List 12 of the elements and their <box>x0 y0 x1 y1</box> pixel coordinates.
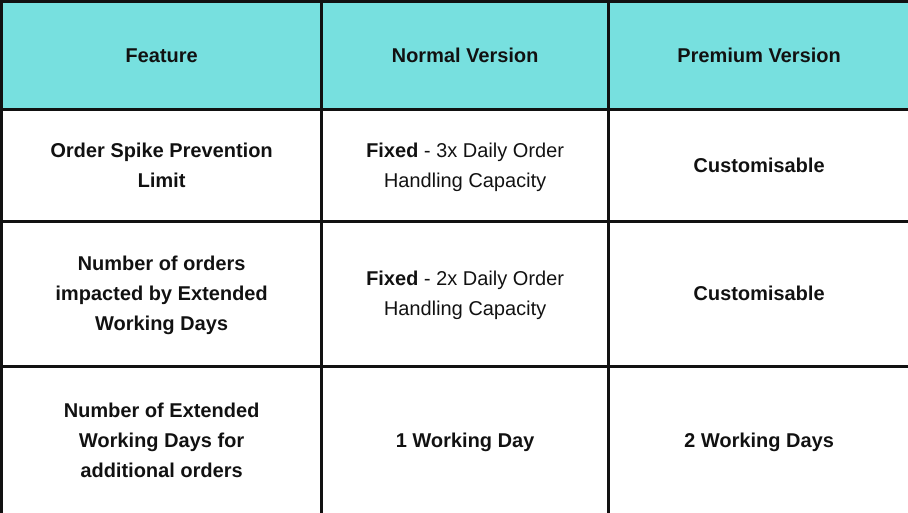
value-text: Fixed - 3x Daily Order Handling Capacity <box>366 140 564 192</box>
feature-name: Number of orders impacted by Extended Working Days <box>55 253 268 335</box>
feature-name: Order Spike Prevention Limit <box>50 140 273 192</box>
value-text: Fixed - 2x Daily Order Handling Capacity <box>366 268 564 320</box>
feature-name: Number of Extended Working Days for additional orders <box>64 400 260 482</box>
column-header: Normal Version <box>322 2 608 110</box>
value-text: Customisable <box>693 154 825 176</box>
value-text: Customisable <box>693 283 825 305</box>
value-text: 2 Working Days <box>684 430 834 452</box>
column-header: Feature <box>2 2 322 110</box>
value-text: 1 Working Day <box>396 430 534 452</box>
column-header: Premium Version <box>608 2 908 110</box>
